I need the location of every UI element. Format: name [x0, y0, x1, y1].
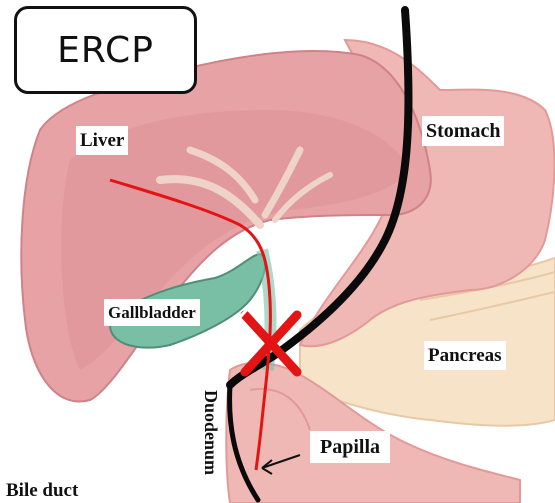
title-box: ERCP [14, 6, 197, 94]
label-bile-duct: Bile duct [2, 476, 82, 503]
label-duodenum: Duodenum [199, 386, 223, 479]
label-gallbladder: Gallbladder [104, 299, 200, 326]
label-liver: Liver [76, 126, 128, 155]
label-pancreas: Pancreas [424, 341, 506, 370]
label-stomach: Stomach [422, 116, 504, 146]
label-papilla: Papilla [310, 431, 390, 463]
